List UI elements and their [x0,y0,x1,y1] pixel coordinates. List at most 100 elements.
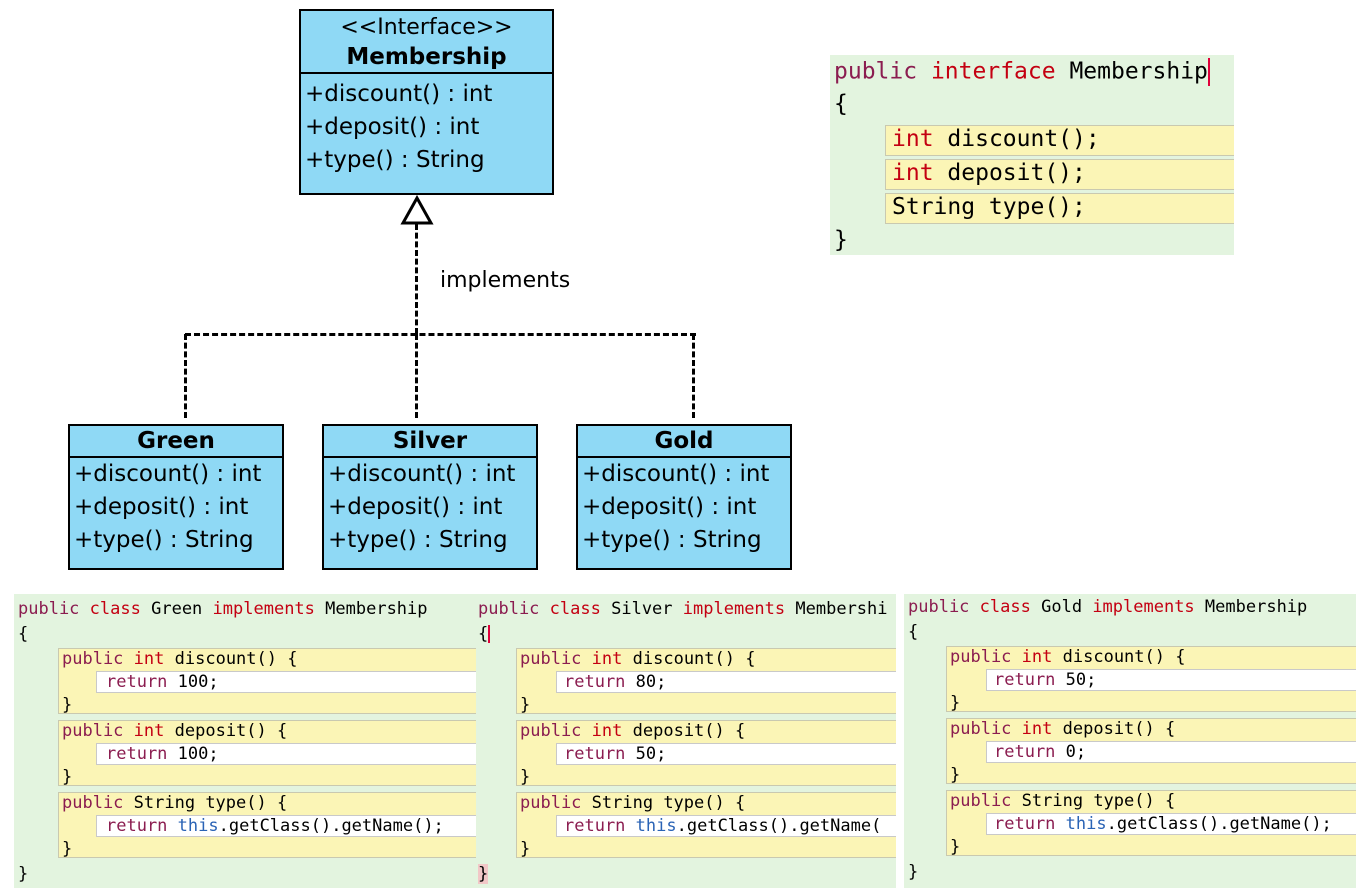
connector-silver [415,334,418,418]
keyword-public: public [950,791,1012,811]
code-line-deposit-sig: public int deposit() { [520,721,745,741]
code-line-type-sig: public String type() { [950,791,1175,811]
code-line-type-return: return this.getClass().getName( [564,816,881,836]
code-open-brace: { [908,622,919,642]
code-close-brace: } [834,227,848,253]
keyword-class: class [89,599,141,619]
keyword-int: int [591,649,623,669]
uml-class-name: Gold [654,428,714,454]
code-line-deposit: int deposit(); [892,160,1086,186]
code-close-brace: } [478,864,489,884]
keyword-int: int [1021,647,1053,667]
keyword-public: public [834,58,918,85]
code-line-deposit-sig: public int deposit() { [62,721,287,741]
class-name: Gold [1041,597,1083,617]
uml-interface-header: <<Interface>> Membership [301,11,552,74]
keyword-implements: implements [1092,597,1195,617]
code-line-deposit-return: return 100; [106,744,219,764]
keyword-this: this [635,816,677,836]
keyword-public: public [520,649,582,669]
keyword-public: public [908,597,970,617]
keyword-implements: implements [682,599,786,619]
code-close-brace: } [520,839,531,859]
code-line-type-sig: public String type() { [62,793,287,813]
code-close-brace: } [950,693,961,713]
body-block [986,669,1356,691]
code-line-discount-sig: public int discount() { [62,649,297,669]
keyword-class: class [979,597,1031,617]
interface-code-panel: public interface Membership { int discou… [830,55,1234,255]
keyword-public: public [950,719,1012,739]
uml-method: +type() : String [328,527,508,553]
code-close-brace: } [908,862,919,882]
keyword-public: public [62,721,124,741]
code-line-declaration: public interface Membership [834,58,1210,86]
code-close-brace: } [520,767,531,787]
keyword-int: int [591,721,623,741]
keyword-return: return [994,742,1056,762]
uml-interface-methods: +discount() : int +deposit() : int +type… [301,74,552,177]
method-call: .getClass().getName(); [218,816,444,836]
uml-method: +type() : String [305,147,485,173]
return-value: 0; [1065,742,1087,762]
uml-interface-name: Membership [346,44,507,70]
keyword-int: int [133,721,165,741]
connector-green [184,334,187,418]
method-signature: String type() { [1021,791,1176,811]
text-caret [1207,58,1210,86]
code-line-discount-return: return 50; [994,670,1096,690]
method-call: .getClass().getName( [676,816,882,836]
code-open-brace: { [478,624,491,644]
silver-code-panel: public class Silver implements Membershi… [476,594,896,888]
method-signature: deposit(); [947,160,1086,186]
uml-stereotype: <<Interface>> [340,15,513,40]
code-line-declaration: public class Silver implements Membershi [478,599,888,619]
return-value: 80; [635,672,667,692]
code-line-discount-return: return 80; [564,672,666,692]
keyword-return: return [564,816,626,836]
uml-class-name: Silver [392,428,468,454]
keyword-return: return [106,816,168,836]
interface-ref: Membership [325,599,428,619]
keyword-return: return [994,670,1056,690]
uml-method: +deposit() : int [582,494,757,520]
code-line-type-return: return this.getClass().getName(); [994,814,1332,834]
code-close-brace: } [62,767,73,787]
gold-code-panel: public class Gold implements Membership … [904,594,1356,888]
keyword-return: return [994,814,1056,834]
keyword-public: public [520,793,582,813]
return-value: 100; [177,672,219,692]
keyword-public: public [62,649,124,669]
body-block [96,743,476,765]
method-signature: String type() { [591,793,746,813]
keyword-int: int [892,126,934,152]
method-signature: discount() { [174,649,298,669]
uml-method: +discount() : int [328,461,516,487]
connector-gold [692,334,695,418]
body-block [986,741,1356,763]
code-open-brace: { [18,624,29,644]
code-line-deposit-sig: public int deposit() { [950,719,1175,739]
class-name: Green [151,599,203,619]
method-signature: deposit() { [174,721,288,741]
brace-char: { [478,624,489,644]
code-line-discount-return: return 100; [106,672,219,692]
method-block [885,159,1234,190]
connector-trunk [415,224,418,334]
keyword-this: this [1065,814,1107,834]
code-line-type: String type(); [892,194,1086,220]
code-close-brace: } [520,695,531,715]
code-line-type-return: return this.getClass().getName(); [106,816,444,836]
keyword-public: public [950,647,1012,667]
uml-method: +deposit() : int [328,494,503,520]
relation-label: implements [440,268,571,293]
uml-class-header: Gold [578,426,790,458]
code-line-deposit-return: return 0; [994,742,1086,762]
green-code-panel: public class Green implements Membership… [14,594,476,888]
text-caret [488,625,491,643]
uml-class-header: Green [70,426,282,458]
uml-method: +discount() : int [74,461,262,487]
uml-method: +deposit() : int [74,494,249,520]
uml-class-methods: +discount() : int +deposit() : int +type… [324,458,536,557]
code-close-brace: } [62,839,73,859]
